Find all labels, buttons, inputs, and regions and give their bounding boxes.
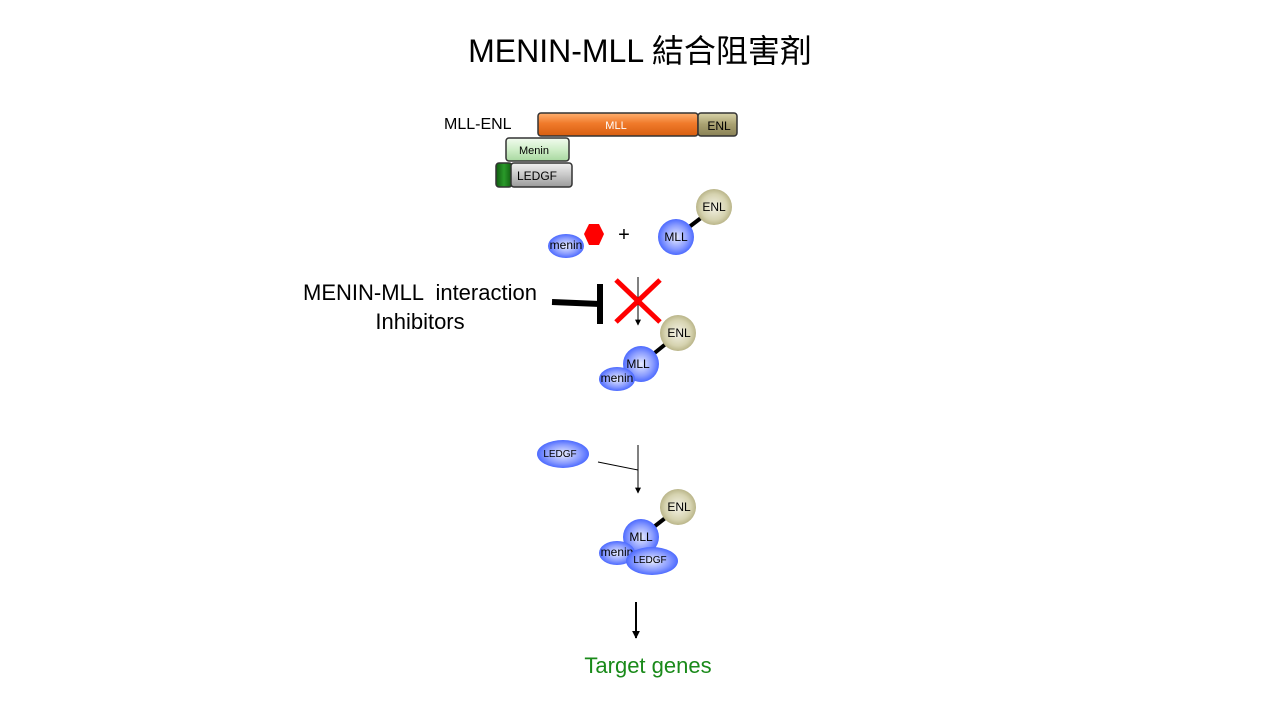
ledgf-label-2: LEDGF	[633, 555, 666, 566]
menin-domain-label: Menin	[519, 145, 549, 157]
blocked-cross	[614, 278, 662, 324]
slide-title: MENIN-MLL 結合阻害剤	[468, 33, 812, 69]
inhibitor-hexagon	[584, 224, 604, 245]
menin-molecule-1: menin	[548, 234, 584, 258]
menin-mll-enl-complex: ENL MLL menin	[599, 315, 696, 391]
mll-label-3: MLL	[629, 530, 653, 544]
ledgf-label-1: LEDGF	[543, 449, 576, 460]
ledgf-join-line	[597, 461, 639, 471]
plus-sign: +	[618, 224, 630, 246]
menin-label-3: menin	[601, 545, 634, 559]
target-genes-label: Target genes	[584, 653, 712, 678]
mll-label-2: MLL	[626, 357, 650, 371]
fusion-label: MLL-ENL	[444, 116, 512, 133]
inhibitor-label-line2: Inhibitors	[375, 309, 465, 334]
enl-domain-bar: ENL	[697, 112, 738, 137]
mll-domain-label: MLL	[605, 120, 626, 132]
ledgf-molecule-free: LEDGF	[537, 440, 589, 468]
enl-label-2: ENL	[667, 326, 691, 340]
ledgf-domain-label: LEDGF	[517, 169, 557, 183]
enl-domain-label: ENL	[707, 119, 731, 133]
mll-domain-bar: MLL	[537, 112, 699, 137]
menin-mll-enl-ledgf-complex: ENL MLL menin LEDGF	[599, 489, 696, 575]
menin-label-1: menin	[550, 238, 583, 252]
inhibitor-label: MENIN-MLL interaction Inhibitors	[270, 278, 570, 336]
enl-label-3: ENL	[667, 500, 691, 514]
menin-domain-bar: Menin	[505, 137, 570, 162]
menin-label-2: menin	[601, 371, 634, 385]
mll-label-1: MLL	[664, 230, 688, 244]
mll-enl-free-complex: ENL MLL	[658, 189, 732, 255]
enl-label-1: ENL	[702, 200, 726, 214]
ledgf-domain-bar: LEDGF	[495, 162, 573, 188]
inhibition-t-bar	[551, 284, 603, 324]
inhibitor-label-line1: MENIN-MLL interaction	[303, 280, 537, 305]
